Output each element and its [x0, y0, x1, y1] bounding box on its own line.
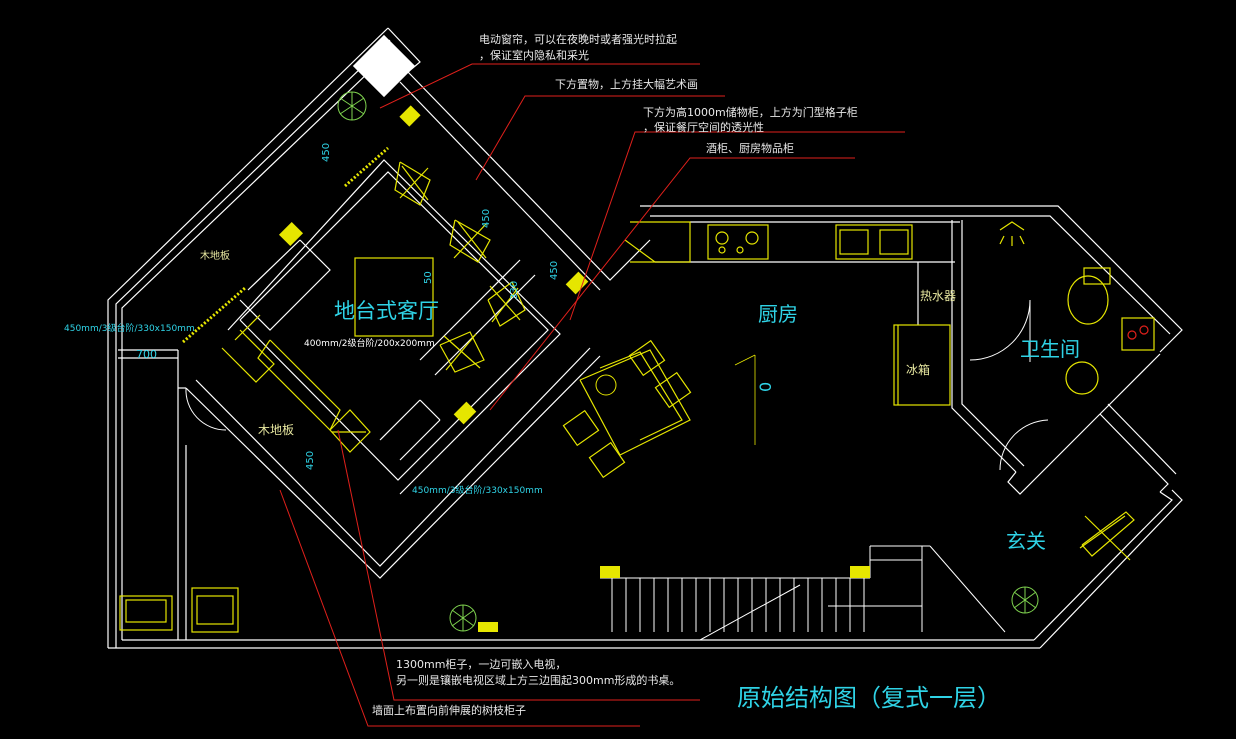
- note-art: 下方置物，上方挂大幅艺术画: [555, 78, 698, 91]
- entrance-label: 玄关: [1006, 529, 1046, 553]
- yellow-blocks: [278, 105, 870, 632]
- leader-lines: [279, 63, 905, 727]
- dim-lines: [734, 354, 756, 445]
- drawing-title: 原始结构图（复式一层）: [737, 684, 1001, 712]
- dim-step-inner: 400mm/2级台阶/200x200mm: [304, 339, 435, 349]
- note-tv-line2: 另一则是镶嵌电视区域上方三边围起300mm形成的书桌。: [396, 674, 681, 687]
- dim-step-left: 450mm/3级台阶/330x150mm: [64, 324, 195, 334]
- dim-50: 50: [423, 271, 434, 284]
- fixtures: [119, 161, 1155, 633]
- wood-floor-label-2: 木地板: [258, 423, 295, 437]
- wood-floor-label-1: 木地板: [200, 251, 230, 262]
- dim-450-top: 450: [321, 142, 332, 162]
- note-tv-line1: 1300mm柜子，一边可嵌入电视，: [396, 658, 567, 671]
- water-heater-label: 热水器: [920, 289, 957, 303]
- note-tree: 墙面上布置向前伸展的树枝柜子: [372, 704, 526, 717]
- note-curtain-line2: ，保证室内隐私和采光: [479, 49, 589, 62]
- dim-450-mid: 450: [481, 208, 492, 228]
- outer-walls: [107, 27, 1183, 649]
- window-box: [352, 34, 416, 98]
- living-room-label: 地台式客厅: [334, 299, 439, 323]
- curtain-rails: [182, 146, 389, 344]
- fridge-label: 冰箱: [906, 363, 931, 377]
- kitchen-label: 厨房: [758, 302, 798, 326]
- note-wine: 酒柜、厨房物品柜: [706, 142, 794, 155]
- note-cabinet-line1: 下方为高1000m储物柜，上方为门型格子柜: [643, 106, 858, 119]
- bathroom-label: 卫生间: [1020, 337, 1080, 361]
- dim-450-right: 450: [549, 260, 560, 280]
- stairs: [600, 545, 1006, 641]
- dim-330: 330: [509, 280, 520, 300]
- note-cabinet-line2: ，保证餐厅空间的透光性: [643, 121, 764, 134]
- dim-700: 700: [136, 348, 157, 361]
- inner-partitions: [118, 220, 1177, 640]
- dim-zero: 0: [756, 381, 775, 392]
- dim-step-bottom: 450mm/3级台阶/330x150mm: [412, 486, 543, 496]
- dim-450-bottom: 450: [305, 450, 316, 470]
- living-room-frame: [185, 159, 601, 579]
- door-swings: [185, 299, 1049, 471]
- note-curtain-line1: 电动窗帘，可以在夜晚时或者强光时拉起: [479, 33, 677, 46]
- plants: [337, 91, 1039, 632]
